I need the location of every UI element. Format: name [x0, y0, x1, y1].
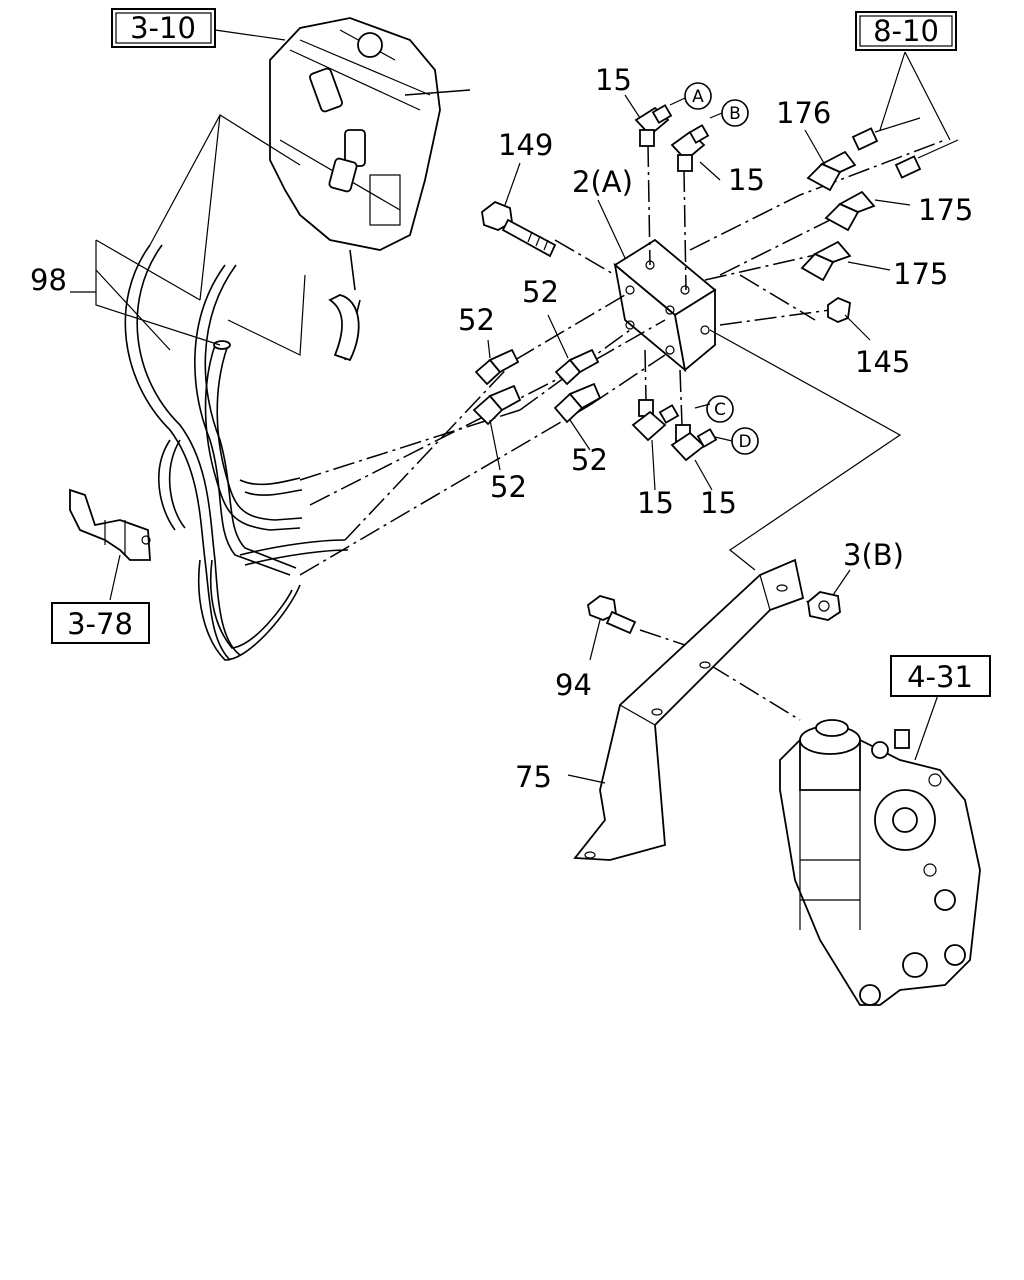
circle-label-b: B: [721, 99, 749, 127]
part-label-94: 94: [555, 668, 592, 702]
ref-label-3-78: 3-78: [67, 607, 133, 641]
ref-label-4-31: 4-31: [907, 660, 973, 694]
sensor-175-a: [824, 139, 959, 232]
nut-3b: [807, 591, 841, 621]
elbow-fitting-15a: [634, 104, 673, 147]
svg-text:B: B: [729, 104, 741, 124]
distribution-block: [613, 238, 717, 373]
ref-label-8-10: 8-10: [873, 14, 939, 48]
connector-52-d: [553, 382, 602, 424]
part-label-98: 98: [30, 263, 67, 297]
part-label-52c: 52: [490, 470, 527, 504]
bolt-149: [481, 200, 557, 258]
part-label-145: 145: [855, 345, 910, 379]
circle-label-d: D: [731, 427, 759, 455]
part-label-2a: 2(A): [572, 165, 633, 199]
part-label-15c: 15: [637, 486, 674, 520]
part-label-176: 176: [776, 96, 831, 130]
ref-box-8-10: 8-10: [855, 11, 957, 51]
part-label-175a: 175: [918, 193, 973, 227]
clip-part: [69, 488, 151, 561]
ref-label-3-10: 3-10: [130, 11, 196, 45]
part-label-15d: 15: [700, 486, 737, 520]
steering-gear: [779, 719, 981, 1006]
elbow-fitting-15b: [670, 124, 710, 172]
elbow-fitting-15d: [670, 424, 718, 462]
part-label-52a: 52: [458, 303, 495, 337]
part-label-52d: 52: [571, 443, 608, 477]
ref-box-4-31: 4-31: [890, 655, 991, 697]
sensor-175-b: [800, 240, 852, 282]
part-label-149: 149: [498, 128, 553, 162]
part-label-15a: 15: [595, 63, 632, 97]
part-label-15b: 15: [728, 163, 765, 197]
svg-text:D: D: [738, 432, 751, 452]
circle-label-a: A: [684, 82, 712, 110]
svg-text:A: A: [692, 87, 704, 107]
connector-52-a: [474, 348, 520, 386]
connector-52-c: [472, 384, 522, 426]
svg-text:C: C: [714, 400, 726, 420]
part-label-3b: 3(B): [843, 538, 904, 572]
part-label-175b: 175: [893, 257, 948, 291]
axis-lines: [299, 139, 946, 721]
circle-label-c: C: [706, 395, 734, 423]
leader-lines-98: [70, 114, 306, 356]
plug-145: [827, 296, 851, 323]
bracket-75: [573, 558, 805, 861]
sensor-176: [806, 117, 921, 192]
ref-box-3-10: 3-10: [111, 8, 216, 48]
elbow-fitting-15c: [631, 399, 680, 442]
part-label-75: 75: [515, 760, 552, 794]
ref-box-3-78: 3-78: [51, 602, 150, 644]
bolt-94: [587, 595, 637, 635]
connector-52-b: [554, 348, 600, 386]
part-label-52b: 52: [522, 275, 559, 309]
pipe-bundle: [124, 244, 349, 661]
valve-assembly-top: [269, 17, 471, 362]
leader-lines: [109, 29, 951, 784]
